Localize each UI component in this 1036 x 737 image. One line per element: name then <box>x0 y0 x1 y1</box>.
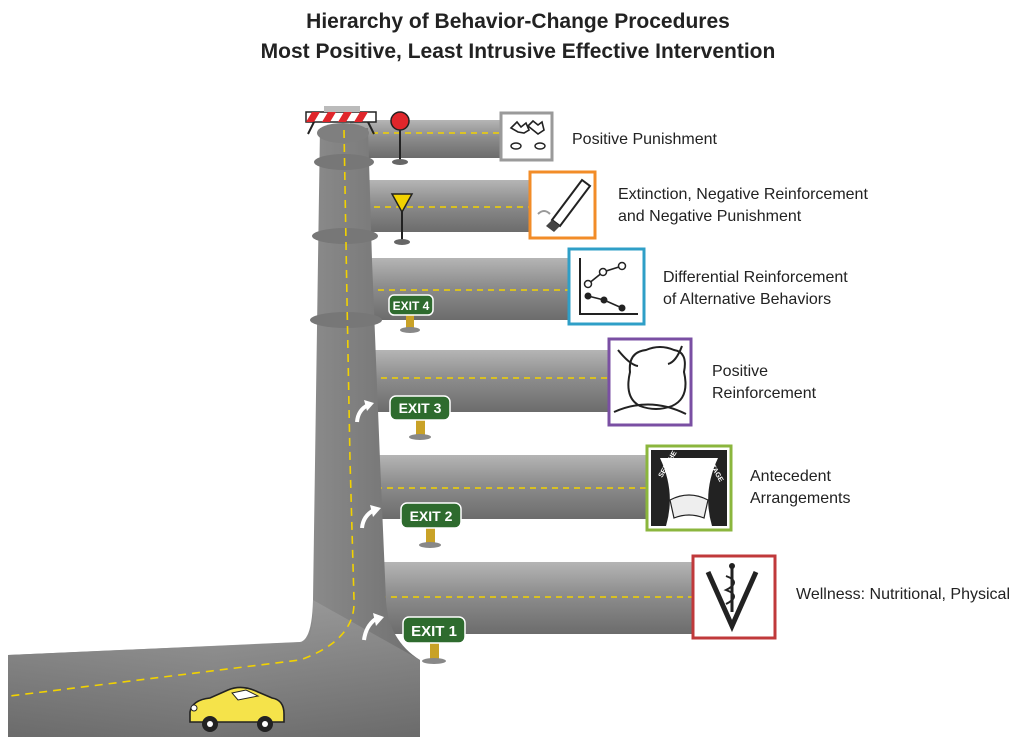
level-label-line1: Antecedent <box>750 468 831 485</box>
branch-road-2 <box>352 180 537 232</box>
car-icon <box>189 686 285 732</box>
exit-sign-1: EXIT 1 <box>402 616 466 664</box>
level-label-line1: Differential Reinforcement <box>663 269 848 286</box>
exit-sign-4-label: EXIT 4 <box>393 299 430 313</box>
level-label-line2: Arrangements <box>750 490 851 507</box>
exit-sign-2-label: EXIT 2 <box>410 508 453 524</box>
turn-arrow-icon <box>355 400 384 641</box>
level-label-antecedent-arrangements: Antecedent Arrangements <box>750 466 851 510</box>
level-label-line2: and Negative Punishment <box>618 208 802 225</box>
caduceus-icon <box>691 554 777 640</box>
main-road <box>8 123 420 737</box>
exit-sign-2: EXIT 2 <box>400 502 462 548</box>
exit-sign-3-label: EXIT 3 <box>399 400 442 416</box>
eraser-icon <box>528 170 597 240</box>
branch-road-1 <box>350 120 510 158</box>
level-label-line2: of Alternative Behaviors <box>663 291 832 308</box>
level-label-positive-reinforcement: Positive Reinforcement <box>712 361 816 405</box>
level-label-line1: Wellness: Nutritional, Physical <box>796 586 1011 603</box>
diagram-title-line1: Hierarchy of Behavior-Change Procedures <box>306 10 730 33</box>
level-label-wellness: Wellness: Nutritional, Physical <box>796 584 1010 606</box>
level-label-line1: Extinction, Negative Reinforcement <box>618 186 868 203</box>
yield-sign-icon <box>390 193 414 245</box>
level-label-differential-reinforcement: Differential Reinforcement of Alternativ… <box>663 267 848 311</box>
line-graph-icon <box>567 247 646 326</box>
diagram-title-line2: Most Positive, Least Intrusive Effective… <box>260 40 776 63</box>
level-label-extinction: Extinction, Negative Reinforcement and N… <box>618 184 868 228</box>
stop-sign-icon <box>390 111 410 165</box>
exit-sign-4: EXIT 4 <box>388 294 434 333</box>
road-barrier-icon <box>305 106 377 135</box>
level-label-positive-punishment: Positive Punishment <box>572 129 717 151</box>
level-label-line2: Reinforcement <box>712 385 817 402</box>
exit-sign-1-label: EXIT 1 <box>411 623 457 640</box>
stage-curtain-icon: SET THE STAGE <box>645 444 733 532</box>
level-label-line1: Positive Punishment <box>572 131 717 148</box>
level-label-line1: Positive <box>712 363 769 380</box>
exit-sign-3: EXIT 3 <box>389 395 451 440</box>
punishment-icon <box>499 111 554 162</box>
money-bag-icon <box>607 337 693 427</box>
